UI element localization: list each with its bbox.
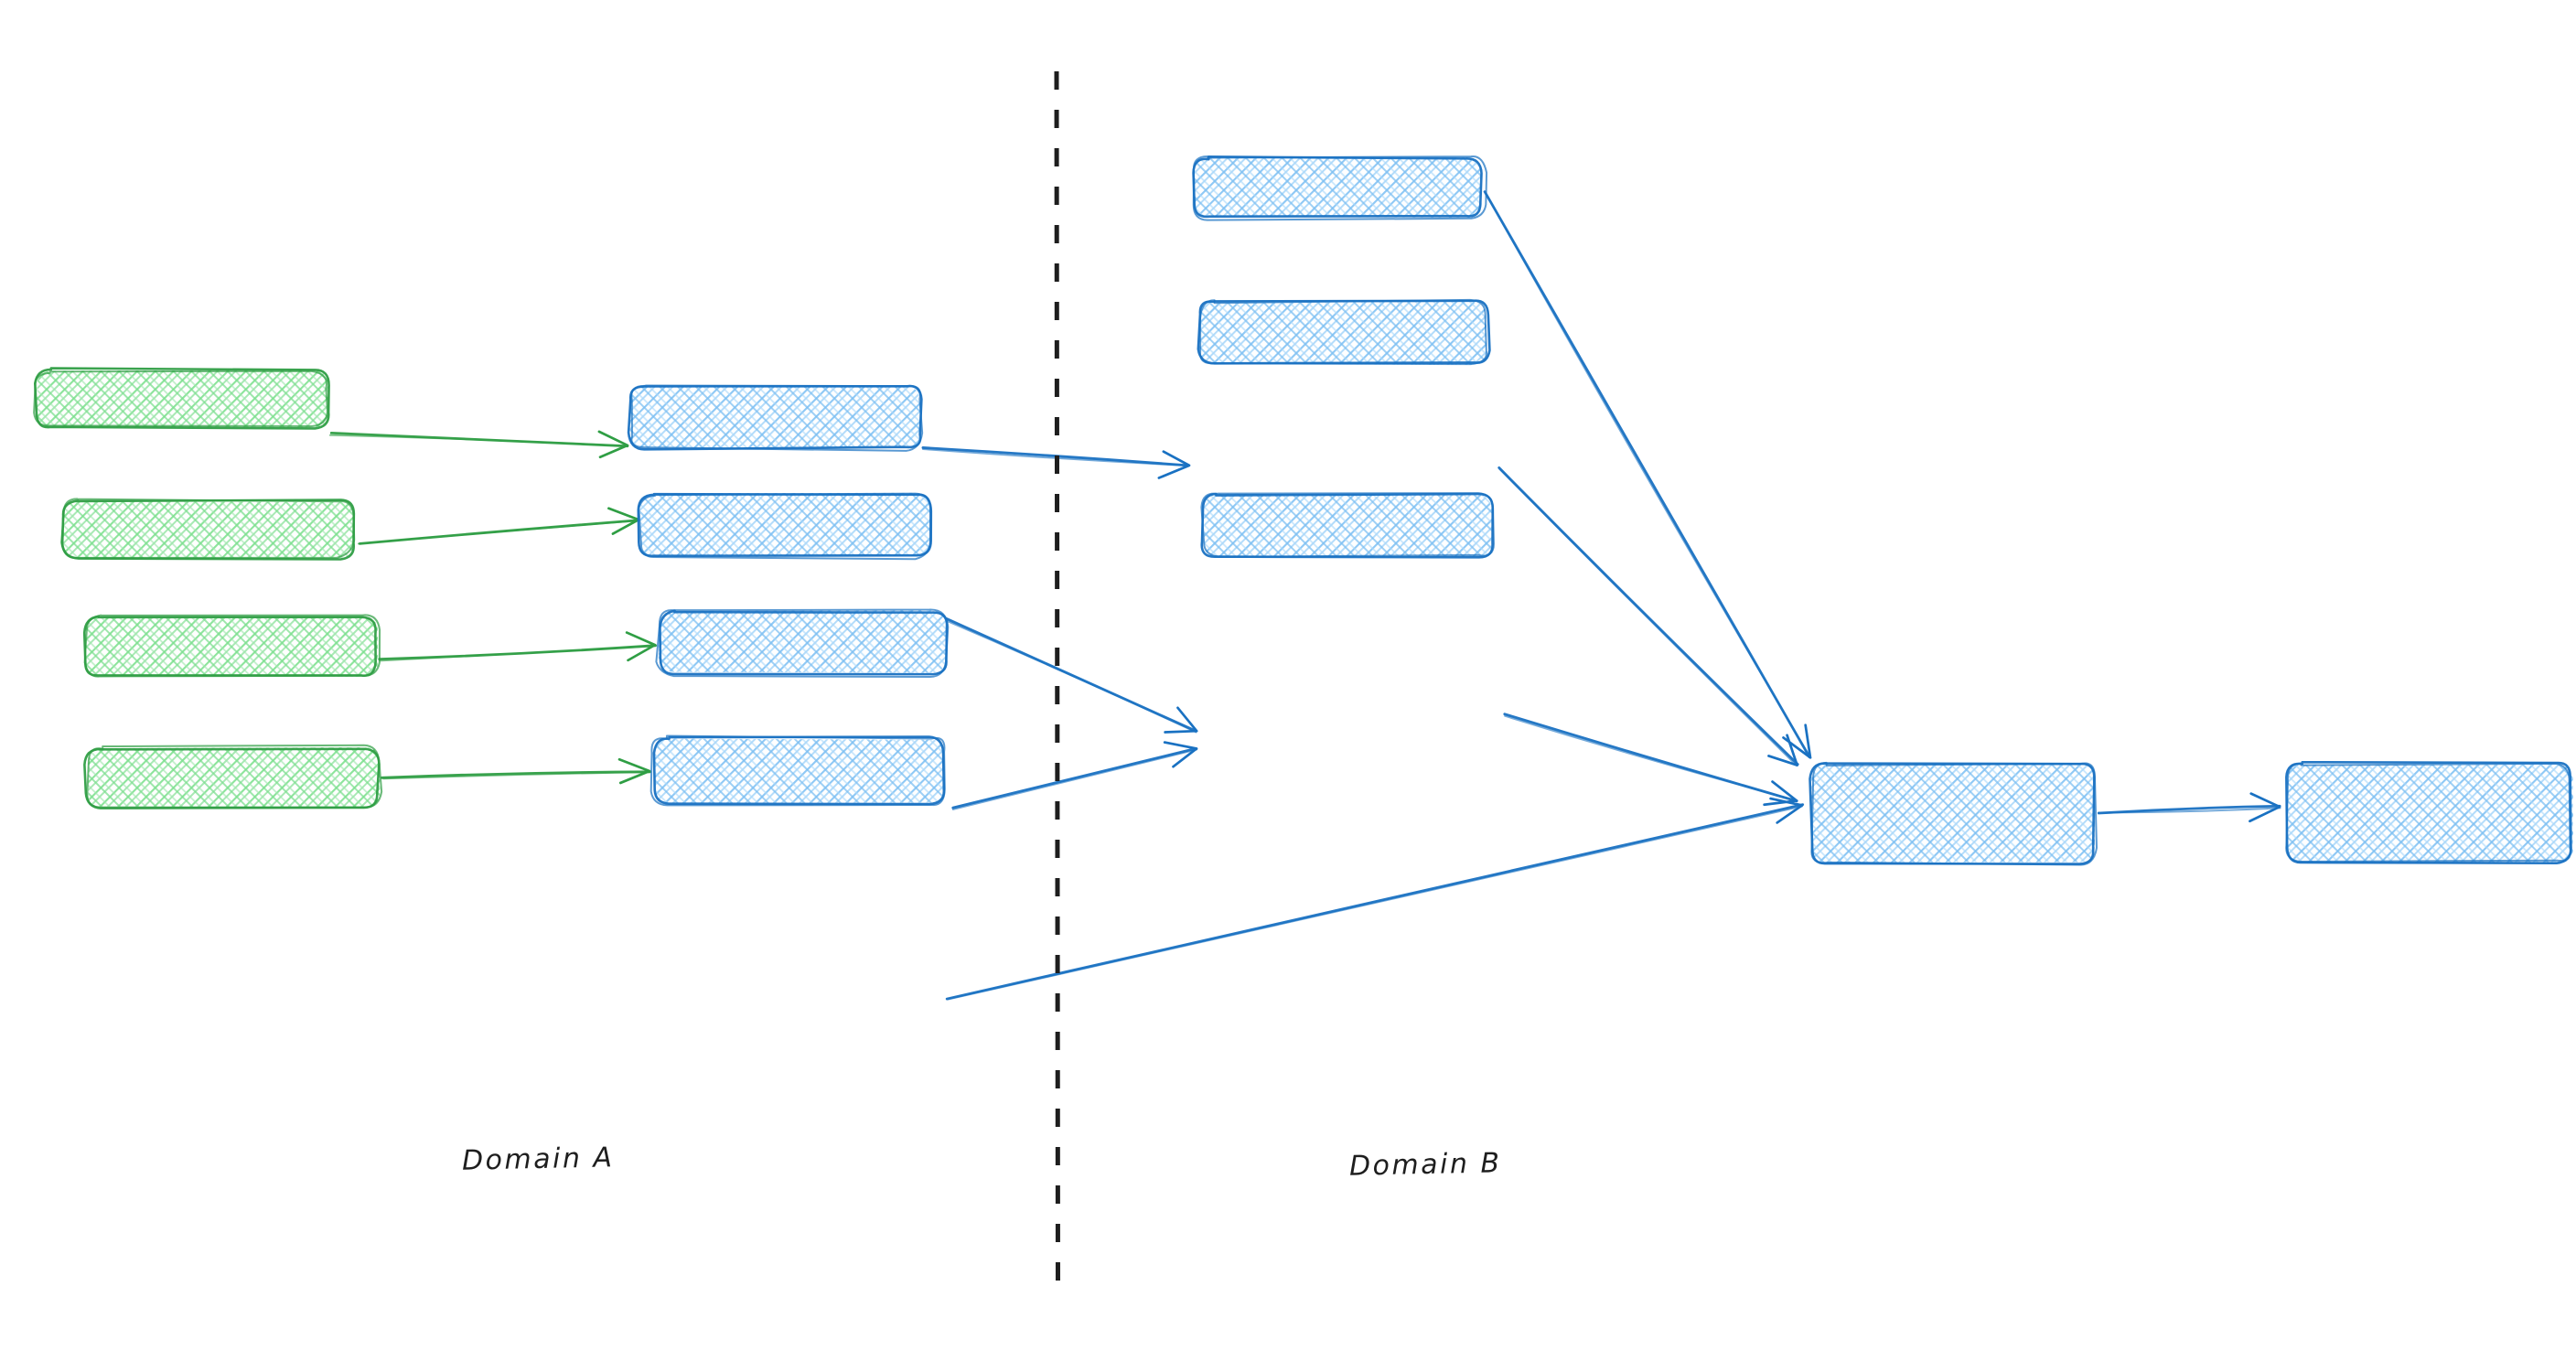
edge-e3 — [378, 631, 658, 662]
edge-e12 — [2097, 792, 2281, 823]
edge-e6 — [934, 612, 1198, 734]
edge-e10 — [1497, 466, 1799, 766]
edge-e1 — [328, 430, 629, 459]
edge-e7 — [951, 741, 1198, 810]
node-b-node-1[interactable] — [1192, 155, 1488, 221]
edge-e2 — [357, 507, 640, 545]
node-a-proc-2[interactable] — [637, 492, 933, 561]
node-a-proc-4[interactable] — [649, 734, 946, 807]
node-b-merge[interactable] — [1809, 761, 2098, 866]
node-a-in-2[interactable] — [60, 498, 356, 561]
node-a-proc-1[interactable] — [627, 384, 924, 452]
domain-a-label: Domain A — [461, 1142, 615, 1177]
node-b-node-3[interactable] — [1200, 492, 1495, 559]
edge-e9 — [1483, 190, 1812, 759]
node-a-in-4[interactable] — [83, 744, 383, 809]
node-a-in-3[interactable] — [82, 614, 381, 678]
node-a-proc-3[interactable] — [655, 608, 950, 679]
node-b-output[interactable] — [2285, 760, 2573, 864]
edge-e4 — [380, 757, 651, 785]
domain-b-label: Domain B — [1348, 1147, 1502, 1183]
domain-divider — [1054, 70, 1060, 1286]
edge-e8 — [945, 797, 1805, 1001]
edge-e11 — [1503, 713, 1798, 807]
domain-divider-line — [1054, 70, 1060, 1286]
node-b-node-2[interactable] — [1197, 298, 1491, 366]
node-a-in-1[interactable] — [33, 367, 330, 430]
nodes-layer — [33, 155, 2573, 866]
